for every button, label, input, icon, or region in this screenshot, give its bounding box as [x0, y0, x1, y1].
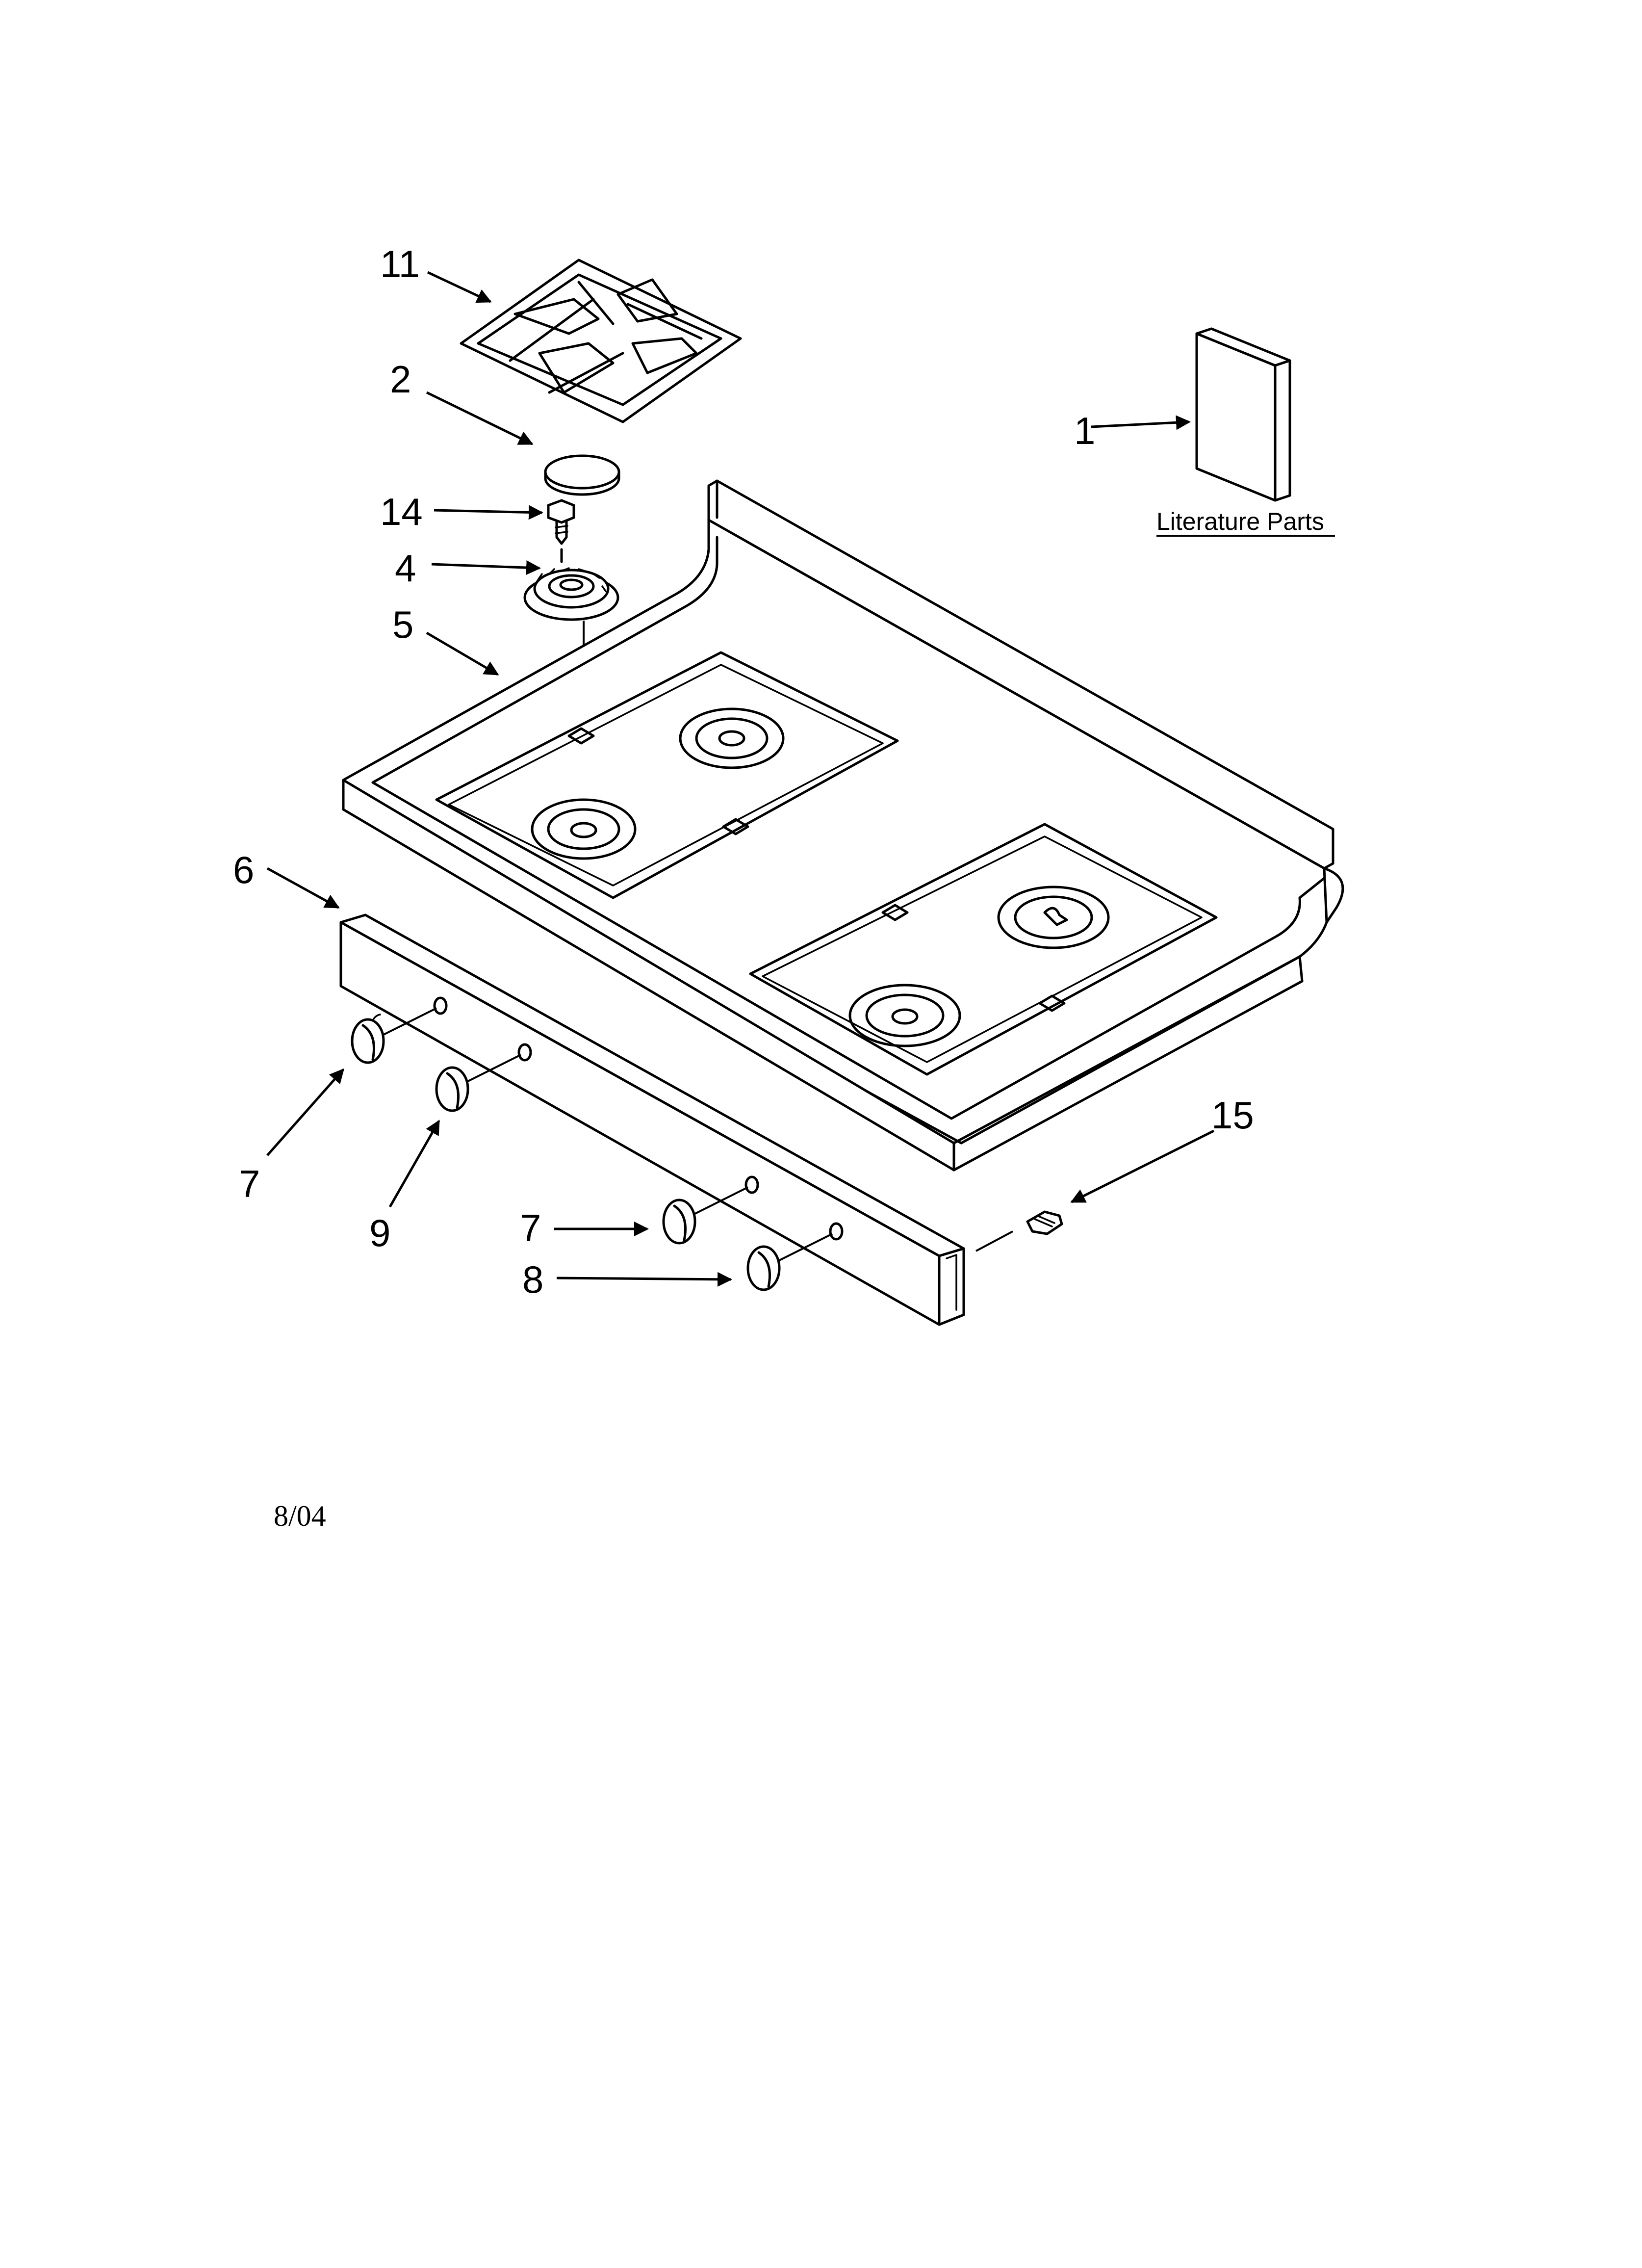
callout-7-right: 7: [520, 1206, 541, 1250]
burner-base: [523, 567, 619, 621]
callout-11: 11: [380, 242, 420, 286]
burner-cap: [544, 454, 620, 496]
control-panel: [339, 913, 965, 1326]
revision-date: 8/04: [274, 1500, 326, 1532]
knob-rear-left: [435, 1054, 521, 1112]
literature-parts-booklet: [1195, 327, 1291, 502]
callout-8: 8: [522, 1258, 543, 1301]
knob-rear-right: [746, 1233, 833, 1291]
callout-15: 15: [1211, 1094, 1254, 1137]
knob-front-right: [662, 1186, 748, 1245]
callout-9: 9: [369, 1211, 390, 1254]
leader-lines: [266, 271, 1215, 1287]
callout-6: 6: [233, 848, 254, 891]
panel-screw: [975, 1210, 1063, 1252]
callout-1: 1: [1074, 409, 1095, 452]
callout-2: 2: [390, 358, 411, 401]
literature-parts-label: Literature Parts: [1156, 508, 1324, 535]
knob-front-left: [351, 1007, 437, 1064]
callout-7-left: 7: [239, 1162, 260, 1205]
callout-4: 4: [395, 547, 416, 590]
burner-screw: [547, 499, 575, 563]
cooktop: [342, 479, 1344, 1172]
callout-5: 5: [392, 603, 413, 646]
callout-14: 14: [380, 490, 423, 533]
grate: [460, 259, 742, 423]
